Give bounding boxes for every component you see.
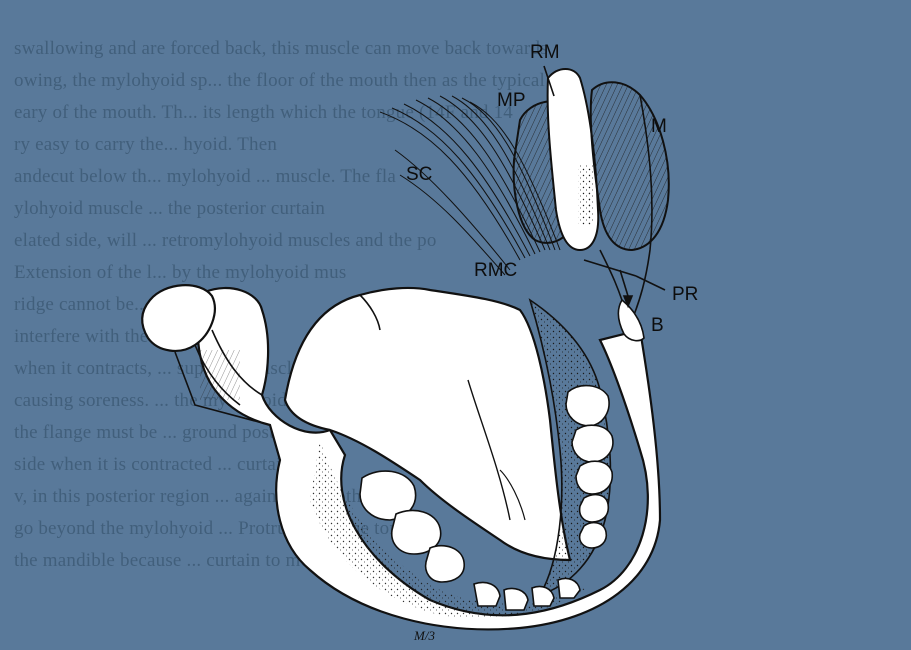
- label-b: B: [651, 315, 664, 337]
- label-m: M: [651, 116, 667, 138]
- label-pr: PR: [672, 284, 698, 306]
- artist-signature: M/3: [414, 628, 435, 644]
- label-sc: SC: [406, 164, 432, 186]
- label-rmc: RMC: [474, 260, 517, 282]
- label-rm: RM: [530, 42, 560, 64]
- muscle-cross-sections: [514, 69, 669, 320]
- label-mp: MP: [497, 90, 526, 112]
- masseter-section: [591, 82, 669, 250]
